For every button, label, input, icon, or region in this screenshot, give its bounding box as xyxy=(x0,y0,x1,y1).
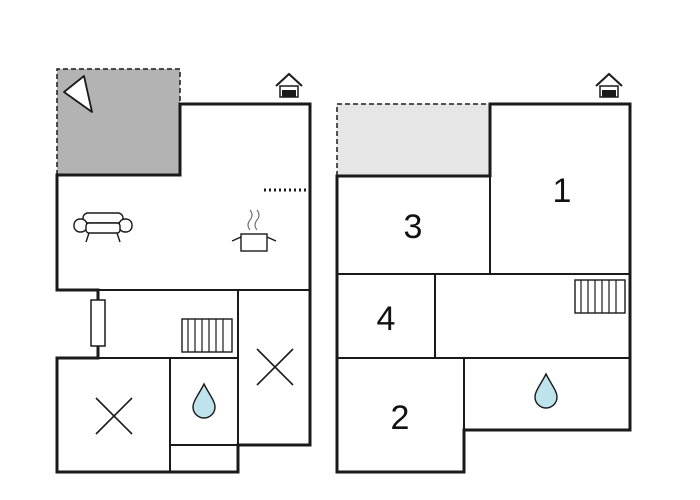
upper-floor-plan: 1 2 3 4 xyxy=(335,72,632,474)
cross-icon xyxy=(256,348,294,386)
entrance-house-icon xyxy=(595,72,623,98)
cross-icon xyxy=(95,397,133,435)
room-number-1: 1 xyxy=(553,172,572,210)
entrance-house-icon xyxy=(275,72,303,98)
ground-floor-plan xyxy=(55,68,312,474)
room-number-4: 4 xyxy=(377,300,396,338)
cooking-pot-icon xyxy=(231,209,277,252)
bathroom-water-drop-icon xyxy=(534,372,558,409)
bathroom-water-drop-icon xyxy=(192,382,216,419)
radiator-icon xyxy=(181,318,233,353)
radiator-icon xyxy=(574,279,626,314)
terrace-dashed-edge xyxy=(56,68,181,175)
room-number-3: 3 xyxy=(404,208,423,246)
terrace-dashed-edge xyxy=(336,103,490,176)
terrace-area xyxy=(337,104,490,176)
window-icon xyxy=(90,299,106,347)
room-number-2: 2 xyxy=(391,399,410,437)
sofa-icon xyxy=(73,212,133,243)
ground-floor-outer-wall xyxy=(55,102,312,474)
sun-umbrella-icon xyxy=(63,75,93,113)
upper-floor-outer-wall xyxy=(335,102,632,474)
